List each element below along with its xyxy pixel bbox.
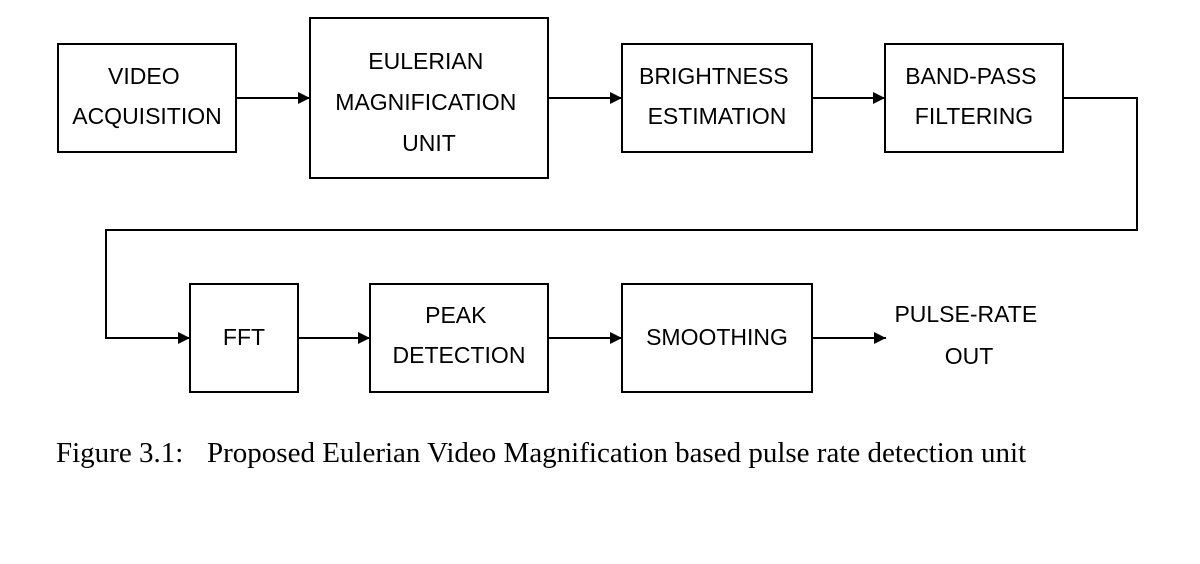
svg-text:BRIGHTNESS ESTIMATION: BRIGHTNESS ESTIMATION <box>639 63 795 129</box>
output-pulse-rate-label: PULSE-RATE OUT <box>894 301 1043 369</box>
svg-text:SMOOTHING: SMOOTHING <box>646 324 788 350</box>
figure-number: Figure 3.1: <box>56 437 184 469</box>
svg-text:PULSE-RATE OUT: PULSE-RATE OUT <box>894 301 1043 369</box>
pulse-rate-block-diagram: VIDEO ACQUISITION EULERIAN MAGNIFICATION… <box>57 17 1138 393</box>
arrow-bandpass-to-fft <box>105 97 1138 344</box>
svg-text:BAND-PASS FILTERING: BAND-PASS FILTERING <box>905 63 1043 129</box>
figure-caption-text: Proposed Eulerian Video Magnification ba… <box>207 437 1027 469</box>
svg-text:FFT: FFT <box>223 324 265 350</box>
svg-text:EULERIAN MAGNIFICATION: EULERIAN MAGNIFICATION UNIT <box>335 48 522 156</box>
block-video-acquisition: VIDEO ACQUISITION <box>57 43 237 153</box>
svg-text:VIDEO ACQUISITION: VIDEO ACQUISITION <box>72 63 222 129</box>
block-fft: FFT <box>189 283 299 393</box>
svg-text:PEAK DETECTION: PEAK DETECTION <box>393 302 526 368</box>
block-eulerian-magnification-unit: EULERIAN MAGNIFICATION UNIT <box>309 17 549 179</box>
block-smoothing: SMOOTHING <box>621 283 813 393</box>
block-band-pass-filtering: BAND-PASS FILTERING <box>884 43 1064 153</box>
figure-caption: Figure 3.1: Proposed Eulerian Video Magn… <box>56 432 1146 474</box>
block-peak-detection: PEAK DETECTION <box>369 283 549 393</box>
block-brightness-estimation: BRIGHTNESS ESTIMATION <box>621 43 813 153</box>
